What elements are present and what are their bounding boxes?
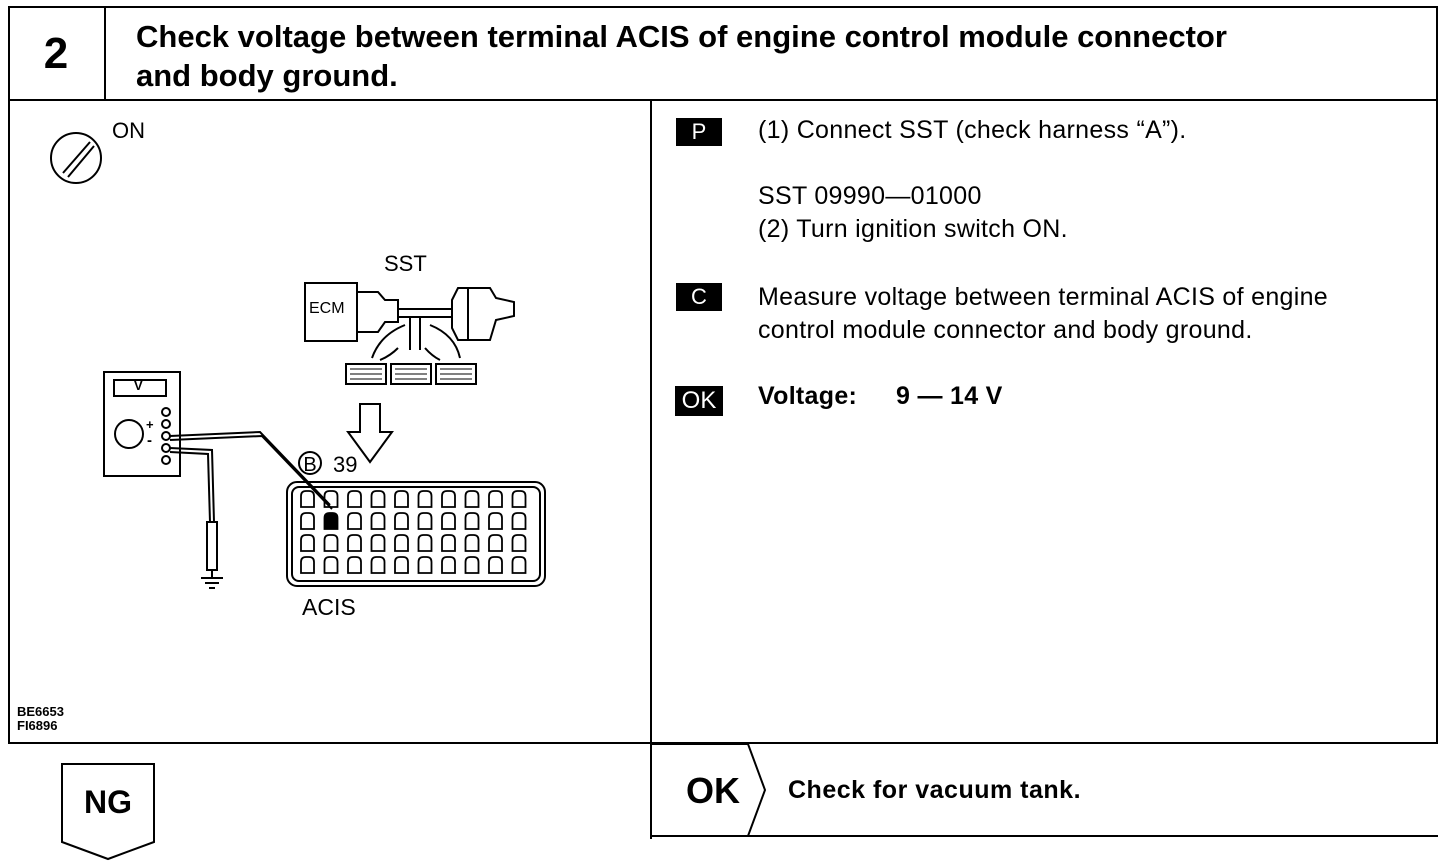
ground-icon	[201, 577, 223, 589]
connector-pin	[511, 490, 527, 508]
connector-pin	[488, 556, 503, 574]
connector-pin	[417, 556, 433, 574]
connector-pin	[323, 490, 339, 508]
connector-pin	[464, 556, 480, 574]
connector-pin	[441, 534, 456, 552]
check-line-1: Measure voltage between terminal ACIS of…	[758, 283, 1328, 311]
connector-pin	[300, 534, 315, 552]
connector-pin	[488, 534, 503, 552]
connector-pin	[370, 534, 386, 552]
connector-pin	[394, 512, 409, 530]
connector-pin	[347, 512, 362, 530]
connector-pin	[394, 556, 409, 574]
step-title-line2: and body ground.	[136, 58, 398, 93]
step-number: 2	[8, 6, 106, 101]
connector-pin	[370, 512, 386, 530]
connector-pin	[323, 534, 339, 552]
connector-pin	[347, 556, 362, 574]
connector-pin	[464, 490, 480, 508]
connector-pin	[464, 512, 480, 530]
prep-step-2: (2) Turn ignition switch ON.	[758, 215, 1068, 243]
ok-result-box	[652, 743, 1438, 837]
connector-pin	[347, 490, 362, 508]
connector-pin	[394, 534, 409, 552]
ng-result-tag	[61, 763, 155, 861]
connector-pin	[511, 534, 527, 552]
acis-label: ACIS	[302, 594, 356, 620]
connector-pin	[300, 490, 315, 508]
step-title: Check voltage between terminal ACIS of e…	[136, 17, 1426, 95]
prep-step-1: (1) Connect SST (check harness “A”).	[758, 116, 1187, 144]
connector-pin	[300, 512, 315, 530]
connector-b-marker	[298, 451, 322, 475]
connector-letter: B	[303, 454, 316, 476]
connector-pin	[511, 512, 527, 530]
sst-number: SST 09990—01000	[758, 182, 982, 210]
ignition-on-label: ON	[112, 118, 145, 143]
check-badge: C	[676, 283, 722, 311]
connector-pins	[300, 490, 527, 574]
connector-pin	[511, 556, 527, 574]
connector-pin	[370, 556, 386, 574]
acis-terminal-pin	[323, 512, 339, 530]
test-leads	[169, 430, 333, 578]
connector-pin	[464, 534, 480, 552]
spec-value: 9 — 14 V	[896, 382, 1003, 410]
ecm-connector-icon	[286, 481, 546, 587]
connector-pin	[441, 490, 456, 508]
figure-code: BE6653 FI6896	[17, 705, 64, 733]
connector-pin	[488, 512, 503, 530]
connector-pin	[488, 490, 503, 508]
check-line-2: control module connector and body ground…	[758, 316, 1253, 344]
meter-unit-label: V	[134, 378, 143, 393]
column-divider	[650, 99, 652, 839]
ecm-label: ECM	[309, 300, 345, 317]
connector-pin	[300, 556, 315, 574]
prep-badge: P	[676, 118, 722, 146]
ng-label: NG	[84, 784, 132, 820]
wiring-diagram: B	[50, 132, 546, 589]
figure-code-2: FI6896	[17, 718, 58, 733]
connector-pin	[370, 490, 386, 508]
connector-pin	[347, 534, 362, 552]
connector-pin	[417, 534, 433, 552]
connector-pin	[323, 556, 339, 574]
ok-spec-badge: OK	[675, 386, 723, 416]
ok-label: OK	[686, 770, 740, 811]
arrow-down-icon	[346, 403, 394, 464]
figure-code-1: BE6653	[17, 704, 64, 719]
meter-plus-label: +	[146, 417, 154, 432]
step-title-line1: Check voltage between terminal ACIS of e…	[136, 19, 1227, 54]
terminal-number: 39	[333, 452, 358, 477]
connector-pin	[394, 490, 409, 508]
connector-pin	[417, 490, 433, 508]
connector-pin	[441, 512, 456, 530]
ok-action: Check for vacuum tank.	[788, 776, 1082, 804]
connector-pin	[441, 556, 456, 574]
spec-label: Voltage:	[758, 382, 858, 410]
meter-minus-label: -	[147, 432, 152, 449]
ignition-key-icon	[50, 132, 102, 184]
sst-label: SST	[384, 251, 427, 276]
sst-harness-icon	[304, 282, 515, 385]
connector-pin	[417, 512, 433, 530]
